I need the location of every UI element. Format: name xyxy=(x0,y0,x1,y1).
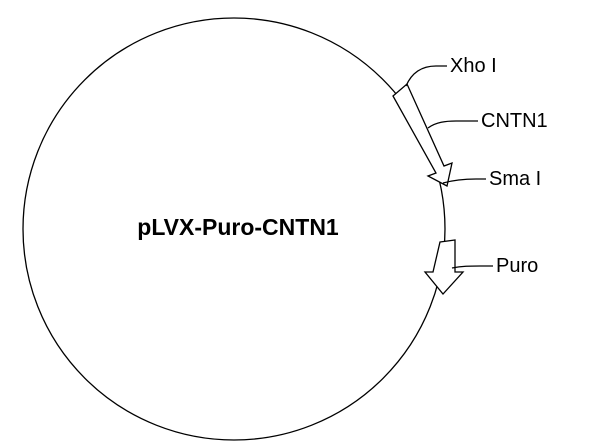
xho-leader-line xyxy=(405,65,447,87)
cntn1-label: CNTN1 xyxy=(481,110,548,132)
puro-label: Puro xyxy=(496,255,538,277)
cntn1-arrow xyxy=(392,82,453,187)
sma-leader-line xyxy=(442,178,486,184)
xho-label: Xho I xyxy=(450,55,497,77)
sma-label: Sma I xyxy=(489,168,541,190)
plasmid-title: pLVX-Puro-CNTN1 xyxy=(137,214,339,240)
puro-leader-line xyxy=(451,265,493,269)
cntn1-leader-line xyxy=(427,120,478,129)
puro-arrow xyxy=(423,239,465,295)
plasmid-circle xyxy=(22,17,446,441)
